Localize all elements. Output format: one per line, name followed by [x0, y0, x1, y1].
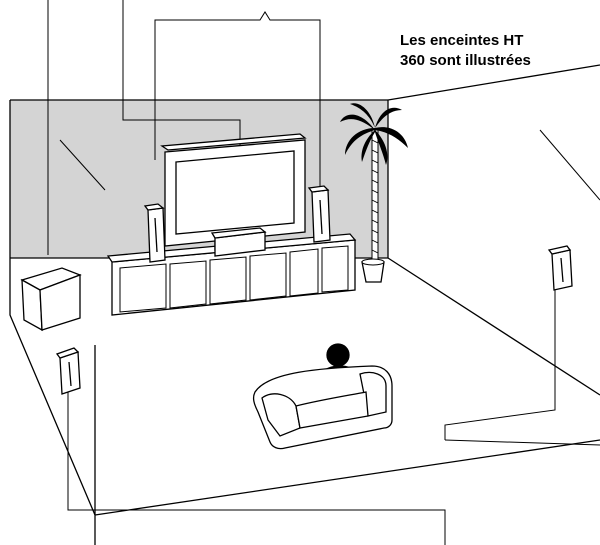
caption-line-1: Les enceintes HT: [400, 31, 600, 51]
wall-shade-line: [540, 130, 600, 200]
subwoofer-speaker: [22, 268, 80, 330]
surround-right-speaker: [549, 246, 572, 290]
sofa-with-listener: [254, 344, 392, 449]
diagram-caption: Les enceintes HT 360 sont illustrées: [400, 31, 600, 71]
surround-left-speaker: [57, 348, 80, 394]
caption-line-2: 360 sont illustrées: [400, 51, 600, 71]
